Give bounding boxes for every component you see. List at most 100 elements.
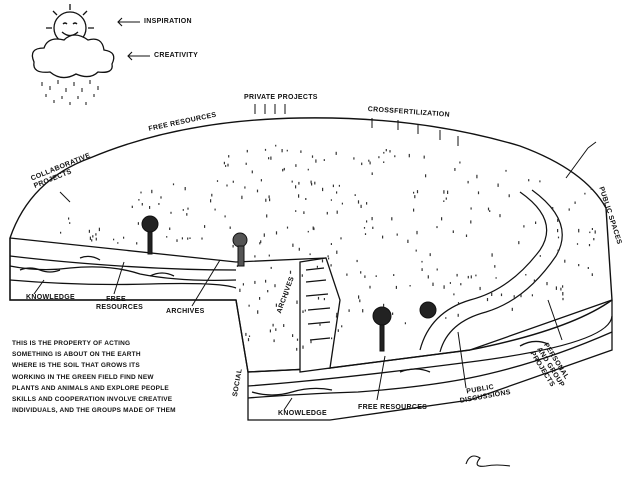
grass-mark <box>348 309 350 312</box>
grass-mark <box>60 231 62 234</box>
grass-mark <box>275 144 277 147</box>
grass-mark <box>393 274 395 276</box>
handwritten-note: THIS IS THE PROPERTY OF ACTING SOMETHING… <box>12 338 202 416</box>
grass-mark <box>369 161 371 165</box>
note-line: WORKING IN THE GREEN FIELD FIND NEW <box>12 373 154 381</box>
grass-mark <box>336 250 338 254</box>
label-creativity: CREATIVITY <box>154 52 199 59</box>
grass-mark <box>508 194 510 198</box>
grass-mark <box>364 233 367 235</box>
grass-mark <box>395 285 397 289</box>
grass-mark <box>270 266 272 269</box>
grass-mark <box>528 179 530 182</box>
grass-mark <box>416 190 419 194</box>
grass-mark <box>562 297 564 301</box>
grass-mark <box>232 244 234 248</box>
grass-mark <box>354 194 356 196</box>
grass-mark <box>391 217 393 221</box>
grass-mark <box>247 338 250 342</box>
grass-mark <box>265 279 267 283</box>
grass-mark <box>330 199 332 201</box>
grass-mark <box>340 237 342 240</box>
grass-mark <box>317 296 320 300</box>
grass-mark <box>467 275 469 279</box>
grass-mark <box>382 235 384 239</box>
grass-mark <box>460 283 462 286</box>
grass-mark <box>204 225 206 228</box>
grass-mark <box>494 265 496 268</box>
grass-mark <box>257 310 259 314</box>
grass-mark <box>486 298 489 302</box>
grass-mark <box>487 207 490 211</box>
grass-field <box>60 144 596 351</box>
grass-mark <box>371 172 373 175</box>
grass-mark <box>311 155 314 158</box>
grass-mark <box>201 237 203 240</box>
grass-mark <box>389 150 391 153</box>
label-free-resources-left: FREE RESOURCES <box>96 296 144 311</box>
grass-mark <box>453 293 455 296</box>
label-arrows <box>33 104 597 411</box>
grass-mark <box>408 153 410 158</box>
grass-mark <box>341 202 343 205</box>
grass-mark <box>445 197 447 200</box>
grass-mark <box>239 288 241 292</box>
grass-mark <box>283 167 285 171</box>
grass-mark <box>181 237 183 240</box>
tree-icons <box>141 215 437 352</box>
grass-mark <box>447 190 449 194</box>
grass-mark <box>295 210 297 212</box>
grass-mark <box>321 259 324 263</box>
grass-mark <box>292 334 294 337</box>
grass-mark <box>268 254 270 257</box>
grass-mark <box>441 217 443 221</box>
grass-mark <box>302 345 304 349</box>
grass-mark <box>564 259 566 263</box>
grass-mark <box>327 255 329 258</box>
grass-mark <box>166 236 168 238</box>
grass-mark <box>251 170 253 174</box>
grass-mark <box>268 195 270 199</box>
grass-mark <box>69 222 71 224</box>
grass-mark <box>414 195 416 199</box>
grass-mark <box>176 239 178 242</box>
grass-mark <box>187 237 189 240</box>
grass-mark <box>421 268 423 271</box>
grass-mark <box>445 317 447 319</box>
grass-mark <box>113 238 115 241</box>
grass-mark <box>296 338 299 341</box>
grass-mark <box>477 191 480 195</box>
grass-mark <box>138 199 140 201</box>
grass-mark <box>336 312 338 316</box>
grass-mark <box>286 149 288 152</box>
grass-mark <box>409 285 411 287</box>
grass-mark <box>557 229 559 233</box>
grass-mark <box>140 191 142 194</box>
grass-mark <box>158 203 160 205</box>
grass-mark <box>312 226 314 230</box>
grass-mark <box>272 323 274 327</box>
grass-mark <box>216 180 219 182</box>
grass-mark <box>170 211 172 214</box>
grass-mark <box>241 195 243 200</box>
grass-mark <box>245 332 247 336</box>
grass-mark <box>283 324 285 327</box>
grass-mark <box>593 238 595 241</box>
grass-mark <box>331 337 333 340</box>
grass-mark <box>413 191 415 194</box>
grass-mark <box>328 257 330 260</box>
grass-mark <box>274 284 276 288</box>
grass-mark <box>298 247 300 251</box>
grass-mark <box>330 243 332 245</box>
grass-mark <box>362 309 364 313</box>
grass-mark <box>497 183 499 187</box>
grass-mark <box>574 201 576 204</box>
cloud-icon <box>31 34 115 79</box>
grass-mark <box>594 230 596 234</box>
grass-mark <box>366 202 368 205</box>
grass-mark <box>323 159 325 161</box>
grass-mark <box>309 253 311 256</box>
grass-mark <box>187 207 189 210</box>
grass-mark <box>123 236 125 239</box>
note-line: SKILLS AND COOPERATION INVOLVE CREATIVE <box>12 396 173 404</box>
